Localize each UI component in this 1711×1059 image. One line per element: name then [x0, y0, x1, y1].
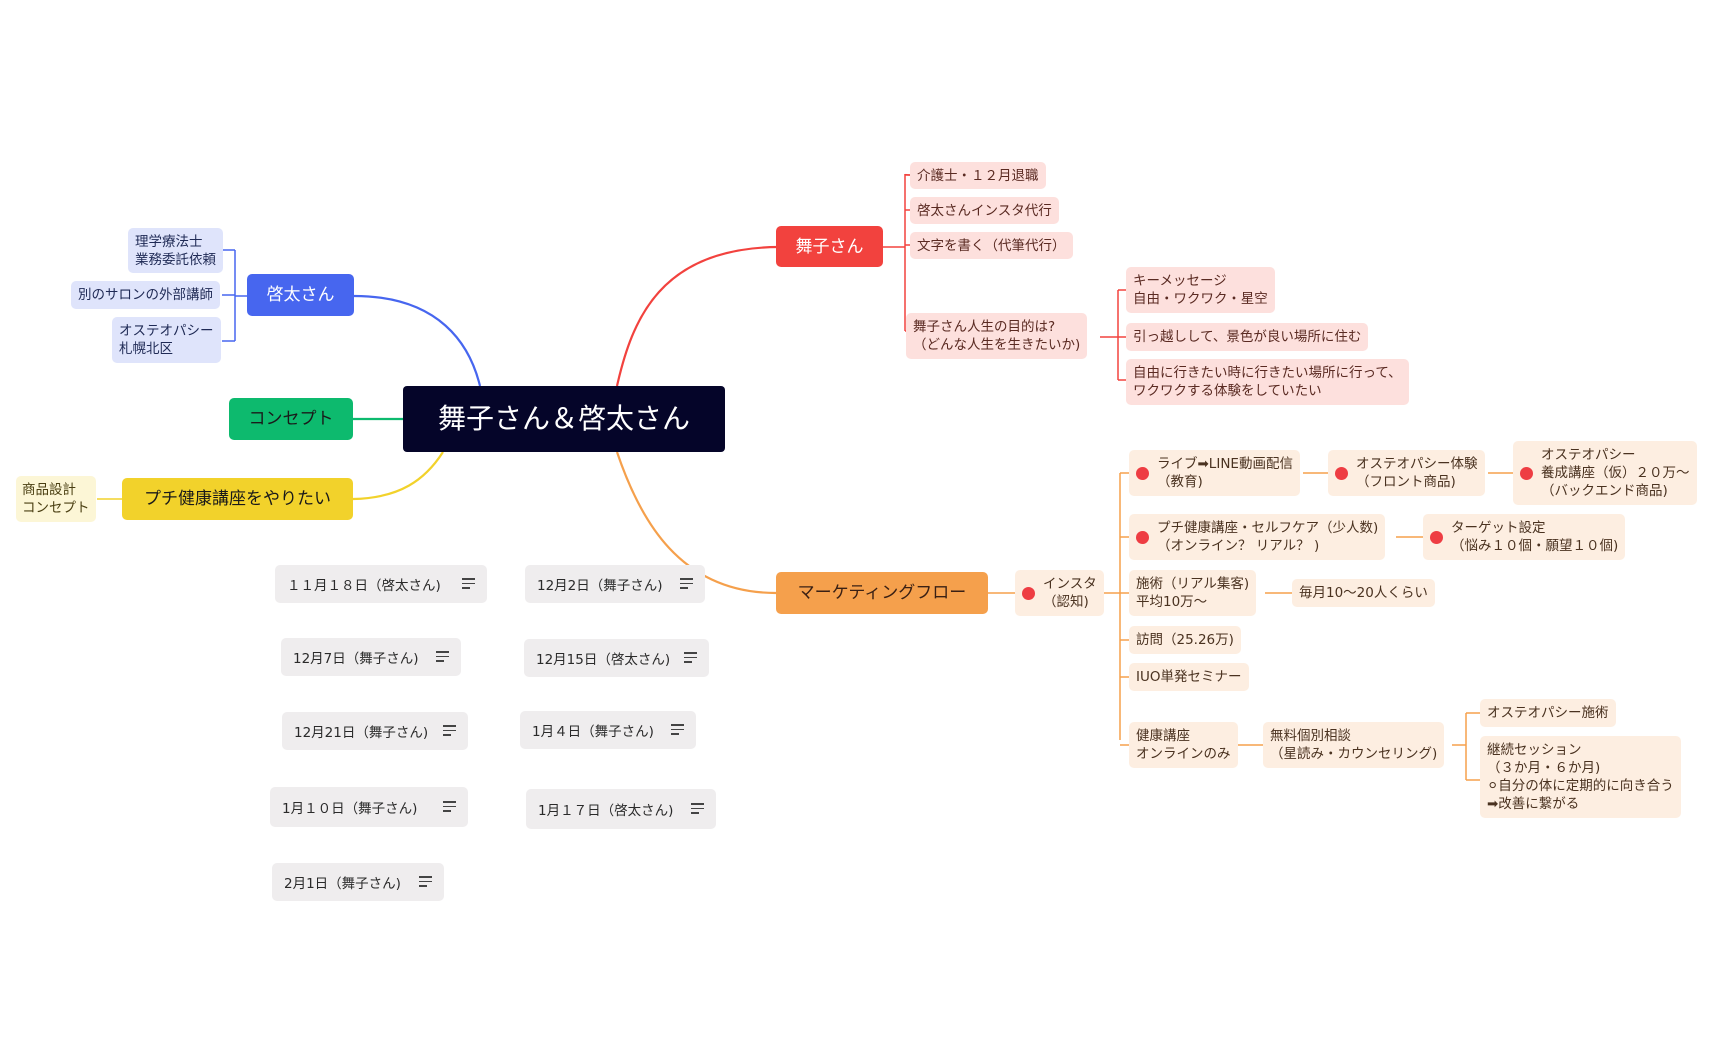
topic-marketing-flow[interactable]: マーケティングフロー [776, 572, 988, 614]
red-dot-marker [1136, 530, 1149, 544]
red-dot-marker [1022, 586, 1035, 600]
topic-marketing-flow-label: マーケティングフロー [797, 583, 967, 603]
subtopic-free-consultation[interactable]: 無料個別相談 （星読み・カウンセリング) [1263, 722, 1445, 768]
subtopic-label: 啓太さんインスタ代行 [917, 202, 1052, 219]
subtopic-insta-agent[interactable]: 啓太さんインスタ代行 [910, 197, 1059, 224]
note-card[interactable]: 1月４日（舞子さん) [520, 711, 696, 749]
topic-maiko[interactable]: 舞子さん [776, 226, 883, 267]
topic-keita[interactable]: 啓太さん [247, 274, 354, 316]
note-card-label: 1月１０日（舞子さん) [282, 801, 418, 817]
subtopic-label: 自由に行きたい時に行きたい場所に行って、 ワクワクする体験をしていたい [1133, 365, 1402, 399]
subtopic-label: IUO単発セミナー [1136, 669, 1242, 685]
subtopic-life-purpose[interactable]: 舞子さん人生の目的は? （どんな人生を生きたいか) [906, 313, 1088, 359]
subtopic-label: 舞子さん人生の目的は? （どんな人生を生きたいか) [913, 319, 1081, 353]
subtopic-live-line[interactable]: ライブ➡LINE動画配信 （教育) [1129, 450, 1300, 496]
note-card-label: 12月2日（舞子さん) [537, 578, 663, 594]
red-dot-marker [1520, 466, 1533, 480]
note-card-label: 1月１７日（啓太さん) [538, 803, 674, 819]
subtopic-ghostwriting[interactable]: 文字を書く（代筆代行） [910, 232, 1073, 259]
note-card-label: 12月7日（舞子さん) [293, 651, 419, 667]
subtopic-physio[interactable]: 理学療法士 業務委託依頼 [128, 228, 223, 273]
root-topic[interactable]: 舞子さん＆啓太さん [403, 386, 725, 452]
topic-concept-label: コンセプト [248, 409, 334, 429]
subtopic-label: 訪問（25.26万) [1136, 632, 1234, 648]
subtopic-move-house[interactable]: 引っ越しして、景色が良い場所に住む [1126, 323, 1369, 351]
subtopic-continuous-session[interactable]: 継続セッション （３か月・６か月) ⚪︎自分の体に定期的に向き合う ➡改善に繋が… [1480, 736, 1681, 818]
subtopic-external-lecturer[interactable]: 別のサロンの外部講師 [71, 281, 220, 309]
subtopic-label: オステオパシー施術 [1487, 705, 1609, 721]
subtopic-label: プチ健康講座・セルフケア（少人数) （オンライン？ リアル？ ) [1157, 520, 1379, 554]
subtopic-label: オステオパシー体験 （フロント商品) [1356, 456, 1478, 490]
subtopic-label: オステオパシー 札幌北区 [119, 323, 214, 357]
red-dot-marker [1136, 466, 1149, 480]
note-lines-icon[interactable] [680, 578, 693, 589]
root-topic-label: 舞子さん＆啓太さん [437, 402, 690, 435]
subtopic-label: 商品設計 コンセプト [22, 482, 90, 516]
subtopic-label: 継続セッション （３か月・６か月) ⚪︎自分の体に定期的に向き合う ➡改善に繋が… [1487, 742, 1674, 812]
note-card[interactable]: １１月１８日（啓太さん) [275, 565, 487, 603]
subtopic-label: 理学療法士 業務委託依頼 [135, 233, 216, 268]
note-card-label: 12月21日（舞子さん) [294, 725, 429, 741]
note-lines-icon[interactable] [462, 578, 475, 589]
subtopic-osteo-treatment[interactable]: オステオパシー施術 [1480, 699, 1616, 727]
subtopic-label: オステオパシー 養成講座（仮）２０万～ （バックエンド商品) [1541, 447, 1690, 499]
note-card-label: １１月１８日（啓太さん) [287, 578, 441, 594]
subtopic-petit-selfcare[interactable]: プチ健康講座・セルフケア（少人数) （オンライン？ リアル？ ) [1129, 514, 1386, 560]
note-card[interactable]: 12月21日（舞子さん) [282, 712, 468, 750]
subtopic-label: ライブ➡LINE動画配信 （教育) [1157, 456, 1293, 490]
note-lines-icon[interactable] [691, 803, 704, 814]
subtopic-label: 無料個別相談 （星読み・カウンセリング) [1270, 728, 1438, 762]
note-lines-icon[interactable] [671, 724, 684, 735]
subtopic-osteo-course[interactable]: オステオパシー 養成講座（仮）２０万～ （バックエンド商品) [1513, 441, 1697, 505]
subtopic-visit[interactable]: 訪問（25.26万) [1129, 626, 1241, 654]
note-card[interactable]: 12月2日（舞子さん) [525, 565, 705, 603]
topic-petit-health-label: プチ健康講座をやりたい [144, 489, 331, 509]
note-card-label: 1月４日（舞子さん) [532, 724, 654, 740]
subtopic-osteopathy-sapporo[interactable]: オステオパシー 札幌北区 [112, 317, 221, 363]
note-card[interactable]: 12月7日（舞子さん) [281, 638, 461, 676]
topic-concept[interactable]: コンセプト [229, 398, 353, 440]
subtopic-health-online[interactable]: 健康講座 オンラインのみ [1129, 722, 1238, 768]
red-dot-marker [1335, 466, 1348, 480]
subtopic-label: 別のサロンの外部講師 [78, 287, 213, 303]
subtopic-treatment[interactable]: 施術（リアル集客) 平均10万～ [1129, 570, 1257, 616]
subtopic-insta-awareness[interactable]: インスタ （認知) [1015, 570, 1104, 616]
subtopic-label: ターゲット設定 （悩み１０個・願望１０個) [1451, 520, 1619, 554]
note-lines-icon[interactable] [443, 725, 456, 736]
note-lines-icon[interactable] [443, 801, 456, 812]
note-lines-icon[interactable] [419, 876, 432, 887]
subtopic-key-message[interactable]: キーメッセージ 自由・ワクワク・星空 [1126, 267, 1275, 313]
note-card-label: 12月15日（啓太さん) [536, 652, 671, 668]
note-card[interactable]: 1月１７日（啓太さん) [526, 789, 716, 829]
note-card-label: 2月1日（舞子さん) [284, 876, 401, 892]
subtopic-product-design[interactable]: 商品設計 コンセプト [16, 476, 96, 522]
subtopic-osteo-experience[interactable]: オステオパシー体験 （フロント商品) [1328, 450, 1485, 496]
note-card[interactable]: 1月１０日（舞子さん) [270, 787, 468, 827]
subtopic-monthly-clients[interactable]: 毎月10～20人くらい [1292, 579, 1435, 607]
subtopic-label: インスタ （認知) [1043, 576, 1097, 610]
note-lines-icon[interactable] [436, 651, 449, 662]
topic-petit-health[interactable]: プチ健康講座をやりたい [122, 478, 353, 520]
subtopic-iuo-seminar[interactable]: IUO単発セミナー [1129, 663, 1249, 691]
subtopic-label: 介護士・１２月退職 [917, 167, 1039, 184]
note-lines-icon[interactable] [684, 652, 697, 663]
topic-keita-label: 啓太さん [266, 285, 335, 305]
subtopic-label: 毎月10～20人くらい [1299, 585, 1428, 601]
subtopic-label: 文字を書く（代筆代行） [917, 237, 1066, 254]
subtopic-target-setting[interactable]: ターゲット設定 （悩み１０個・願望１０個) [1423, 514, 1626, 560]
topic-maiko-label: 舞子さん [795, 236, 864, 257]
subtopic-free-travel[interactable]: 自由に行きたい時に行きたい場所に行って、 ワクワクする体験をしていたい [1126, 359, 1409, 405]
red-dot-marker [1430, 530, 1443, 544]
subtopic-label: 健康講座 オンラインのみ [1136, 728, 1231, 762]
subtopic-label: 引っ越しして、景色が良い場所に住む [1133, 329, 1362, 345]
subtopic-caregiver[interactable]: 介護士・１２月退職 [910, 162, 1046, 189]
subtopic-label: キーメッセージ 自由・ワクワク・星空 [1133, 273, 1268, 307]
note-card[interactable]: 12月15日（啓太さん) [524, 639, 709, 677]
note-card[interactable]: 2月1日（舞子さん) [272, 863, 444, 901]
subtopic-label: 施術（リアル集客) 平均10万～ [1136, 576, 1250, 610]
